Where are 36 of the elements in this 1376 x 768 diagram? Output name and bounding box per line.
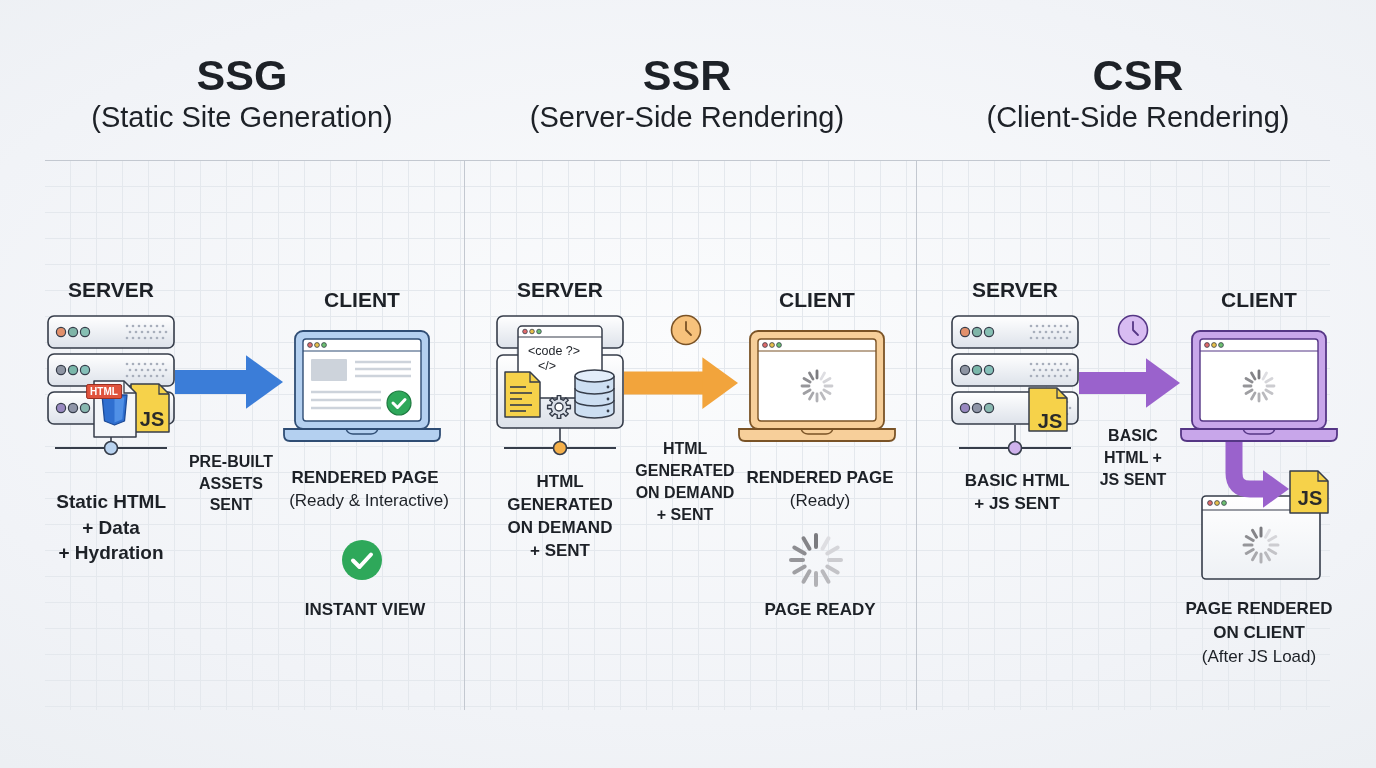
edge-label: BASIC HTML + JS SENT (1098, 426, 1168, 490)
node-heading: SERVER (517, 278, 603, 302)
node-caption: BASIC HTML + JS SENT (963, 469, 1071, 515)
column-subtitle: (Static Site Generation) (91, 100, 393, 134)
node-caption: HTML GENERATED ON DEMAND + SENT (506, 470, 614, 562)
arrow (1225, 442, 1289, 509)
edge-label: PRE-BUILT ASSETS SENT (187, 452, 275, 515)
arrow (1079, 358, 1180, 408)
code-text: <code ?> (527, 344, 581, 359)
node-caption: RENDERED PAGE (291, 467, 439, 489)
file-type-label: JS (139, 407, 165, 431)
node-heading: CLIENT (779, 288, 855, 312)
column-title: CSR (1092, 52, 1184, 98)
node-heading: SERVER (972, 278, 1058, 302)
status-label: PAGE READY (764, 599, 876, 621)
code-text: </> (537, 359, 557, 374)
node-caption: (After JS Load) (1201, 646, 1317, 668)
node-heading: CLIENT (1221, 288, 1297, 312)
node-caption: (Ready) (789, 490, 851, 512)
status-label: INSTANT VIEW (304, 599, 426, 621)
column-title: SSR (642, 52, 732, 98)
node-heading: CLIENT (324, 288, 400, 312)
node-caption: Static HTML + Data + Hydration (55, 490, 167, 565)
file-type-label: JS (1037, 409, 1063, 433)
edge-label: HTML GENERATED ON DEMAND + SENT (634, 439, 736, 525)
node-heading: SERVER (68, 278, 154, 302)
file-type-label: JS (1297, 486, 1323, 510)
column-subtitle: (Server-Side Rendering) (529, 100, 845, 134)
arrow (175, 355, 283, 409)
column-title: SSG (196, 52, 288, 98)
column-subtitle: (Client-Side Rendering) (986, 100, 1290, 134)
arrow (624, 357, 738, 409)
node-caption: RENDERED PAGE (746, 467, 894, 489)
file-type-tag: HTML (86, 384, 122, 399)
node-caption: PAGE RENDERED ON CLIENT (1184, 598, 1334, 644)
node-caption: (Ready & Interactive) (289, 490, 449, 512)
